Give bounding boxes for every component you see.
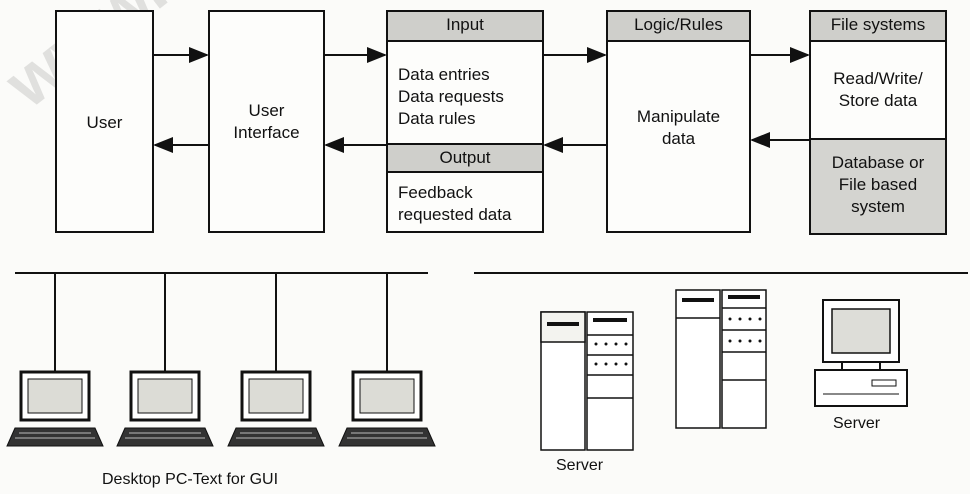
input-header: Input [388,12,542,42]
file-line-2: Store data [838,91,918,110]
input-line-2: Data requests [398,87,504,106]
output-line-1: Feedback [398,183,473,202]
user-interface-box: User Interface [208,10,325,233]
file-systems-box: File systems Read/Write/ Store data [809,10,947,140]
user-box: User [55,10,154,233]
ui-label-line1: User [248,101,285,120]
database-box: Database or File based system [809,138,947,235]
input-line-1: Data entries [398,65,490,84]
laptop-icon [227,370,325,447]
server-rack-icon [540,311,634,451]
server-rack-icon [675,289,767,429]
ui-label-line2: Interface [233,123,300,142]
server-right-caption: Server [833,415,881,432]
laptop-icon [6,370,104,447]
logic-rules-box: Logic/Rules Manipulate data [606,10,751,233]
server-left-caption: Server [556,457,604,474]
laptop-icon [116,370,214,447]
db-line-2: File based [838,175,918,194]
logic-line-2: data [661,129,696,148]
desktop-monitor-icon [814,299,908,407]
laptop-icon [338,370,436,447]
user-label: User [86,113,123,132]
output-line-2: requested data [398,205,512,224]
file-header: File systems [811,12,945,42]
flow-arrows [153,47,810,153]
output-header: Output [388,143,542,173]
file-line-1: Read/Write/ [833,69,923,88]
desktop-caption: Desktop PC-Text for GUI [102,471,279,488]
logic-header: Logic/Rules [608,12,749,42]
db-line-3: system [851,197,905,216]
input-line-3: Data rules [398,109,476,128]
input-output-box: Input Data entries Data requests Data ru… [386,10,544,233]
desktop-network [15,272,428,372]
db-line-1: Database or [831,153,925,172]
logic-line-1: Manipulate [636,107,721,126]
